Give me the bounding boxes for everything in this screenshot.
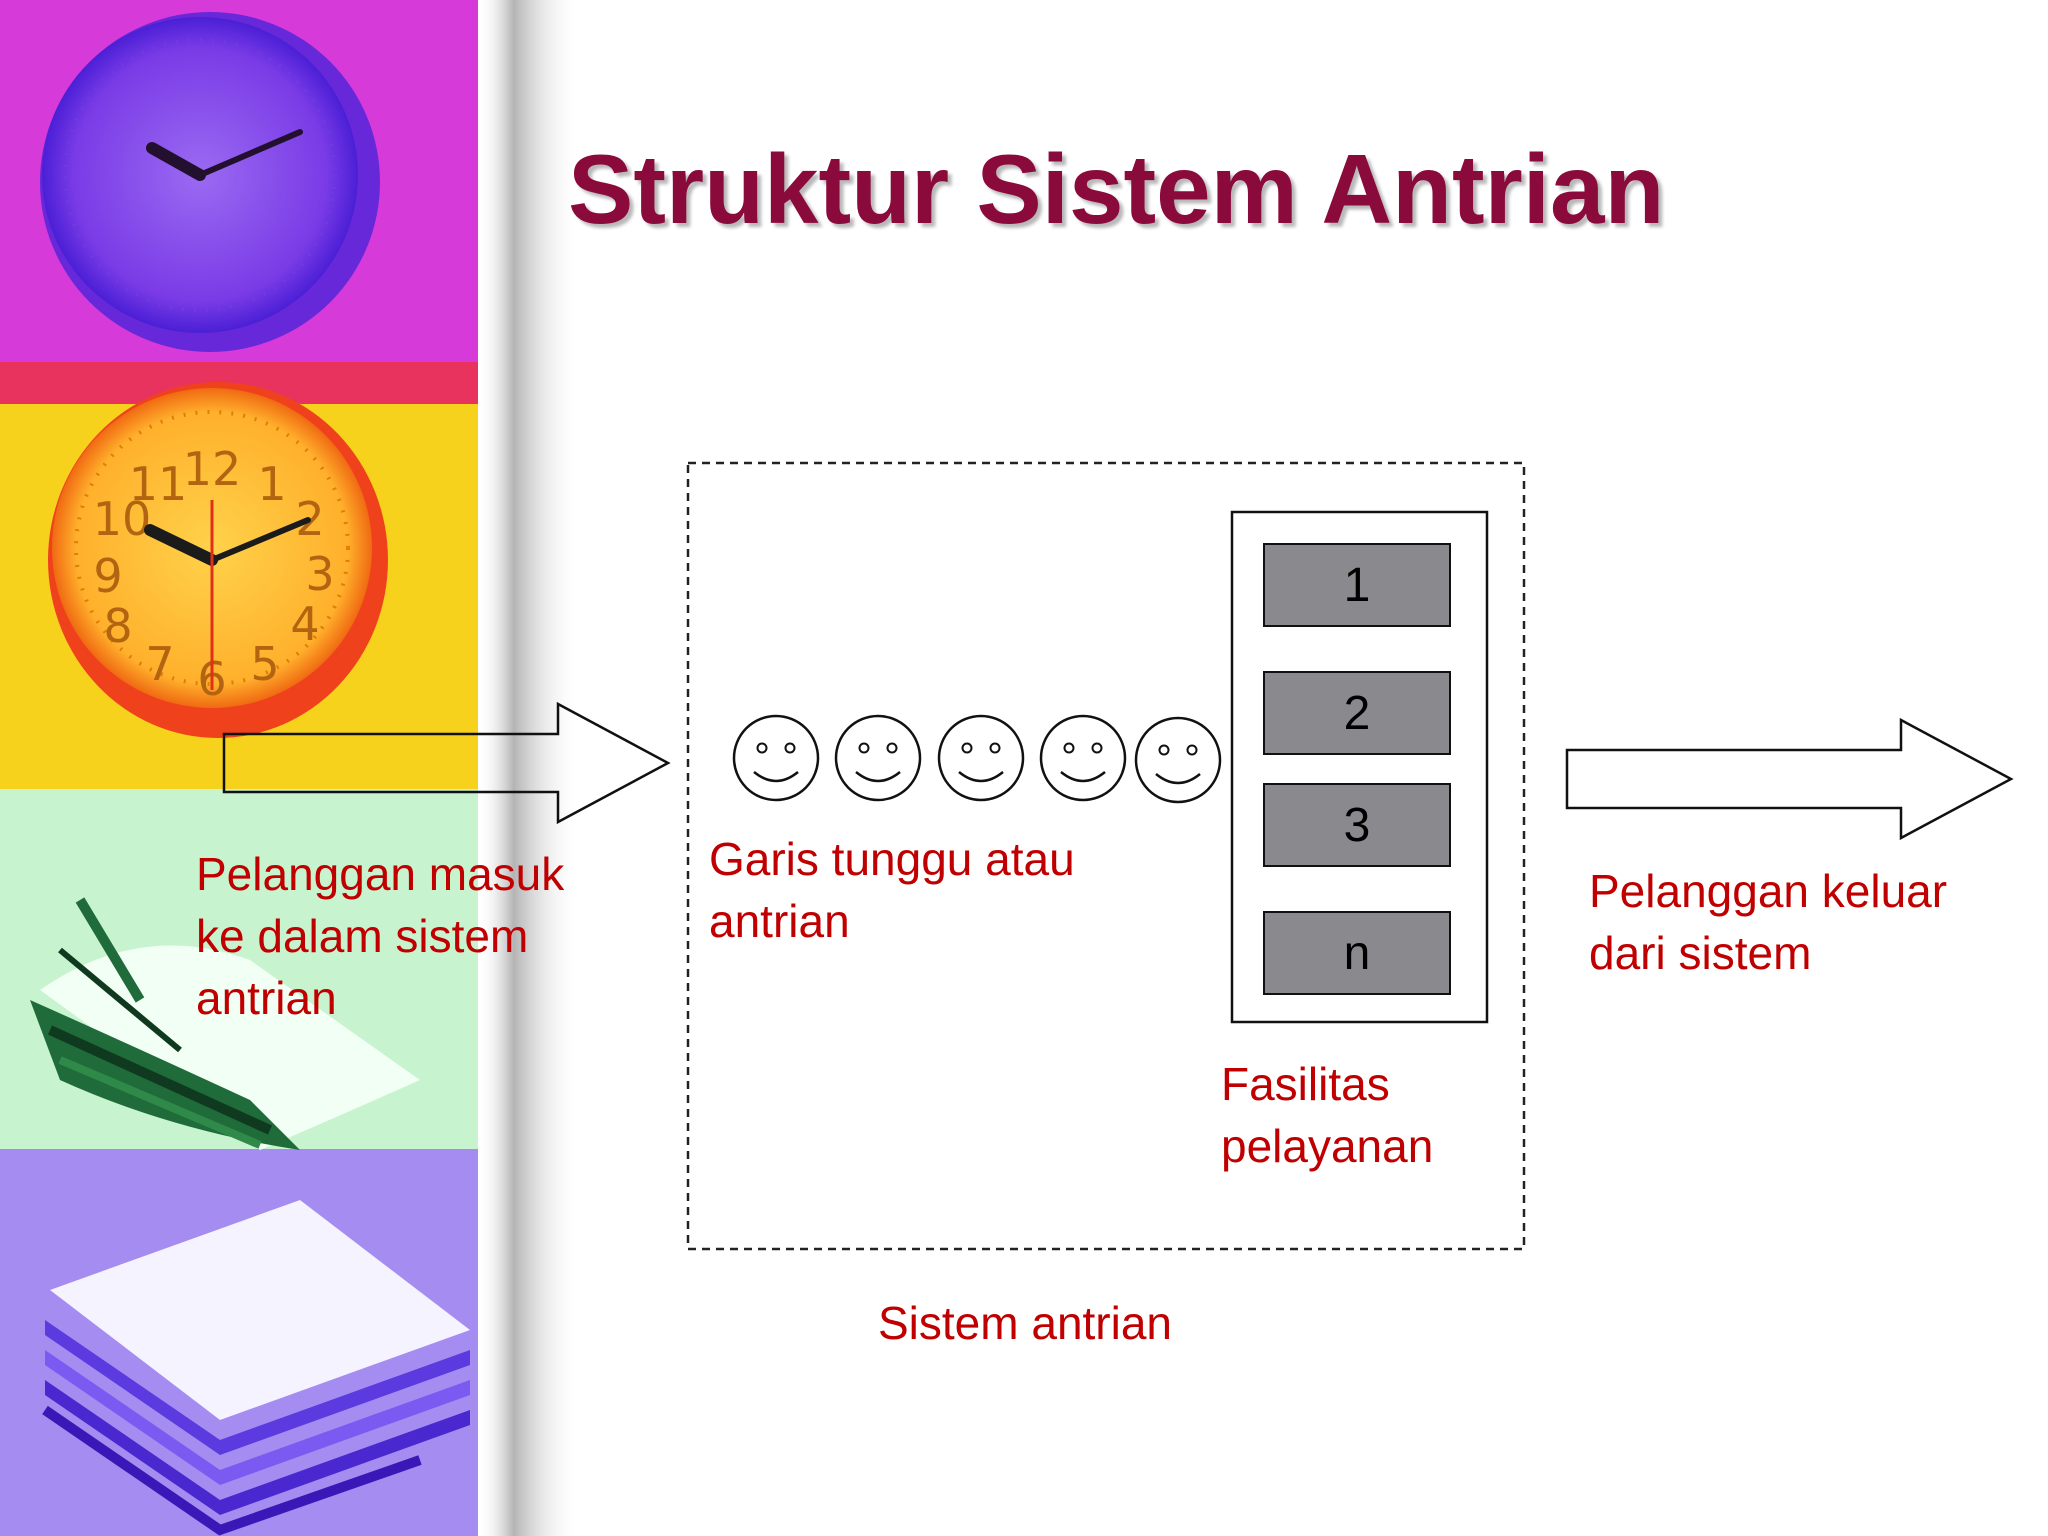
entry-arrow <box>222 701 671 825</box>
decorative-side-collage: 12 1 2 3 4 5 6 7 8 9 10 11 <box>0 0 580 1536</box>
purple-paper-stack-icon <box>42 1200 470 1536</box>
arrival-label-line: ke dalam sistem <box>196 910 529 962</box>
clock-number-4: 4 <box>290 597 319 651</box>
customer-smiley-icon <box>834 714 922 802</box>
service-facility-label: Fasilitas pelayanan <box>1221 1053 1433 1177</box>
exit-label-line: Pelanggan keluar <box>1589 865 1948 917</box>
exit-label-line: dari sistem <box>1589 927 1812 979</box>
service-label-line: Fasilitas <box>1221 1058 1390 1110</box>
server-1: 1 <box>1263 543 1451 627</box>
customer-smiley-icon <box>732 714 820 802</box>
green-book-icon <box>30 897 420 1150</box>
arrival-label: Pelanggan masuk ke dalam sistem antrian <box>196 843 564 1029</box>
queue-label-line: antrian <box>709 895 850 947</box>
purple-clock-icon <box>40 12 380 352</box>
customer-queue <box>732 714 1222 804</box>
clock-number-9: 9 <box>93 549 122 603</box>
clock-number-11: 11 <box>129 457 188 511</box>
server-3: 3 <box>1263 783 1451 867</box>
clock-number-7: 7 <box>145 637 174 691</box>
divider-shadow <box>478 0 580 1536</box>
orange-clock-icon: 12 1 2 3 4 5 6 7 8 9 10 11 <box>48 382 388 738</box>
clock-number-3: 3 <box>305 547 334 601</box>
customer-smiley-icon <box>1039 714 1127 802</box>
server-n: n <box>1263 911 1451 995</box>
server-2: 2 <box>1263 671 1451 755</box>
system-label: Sistem antrian <box>878 1292 1172 1354</box>
clock-number-1: 1 <box>257 457 286 511</box>
clock-number-8: 8 <box>103 599 132 653</box>
clock-number-5: 5 <box>250 637 279 691</box>
arrival-label-line: antrian <box>196 972 337 1024</box>
clock-number-12: 12 <box>183 442 242 496</box>
queue-label: Garis tunggu atau antrian <box>709 828 1075 952</box>
exit-label: Pelanggan keluar dari sistem <box>1589 860 1947 984</box>
customer-smiley-icon <box>1134 716 1222 804</box>
slide-title: Struktur Sistem Antrian <box>568 134 1665 244</box>
service-label-line: pelayanan <box>1221 1120 1434 1172</box>
exit-arrow <box>1565 717 2014 841</box>
customer-smiley-icon <box>937 714 1025 802</box>
system-label-text: Sistem antrian <box>878 1297 1173 1349</box>
queue-label-line: Garis tunggu atau <box>709 833 1075 885</box>
arrival-label-line: Pelanggan masuk <box>196 848 565 900</box>
clock-number-10: 10 <box>93 492 152 546</box>
